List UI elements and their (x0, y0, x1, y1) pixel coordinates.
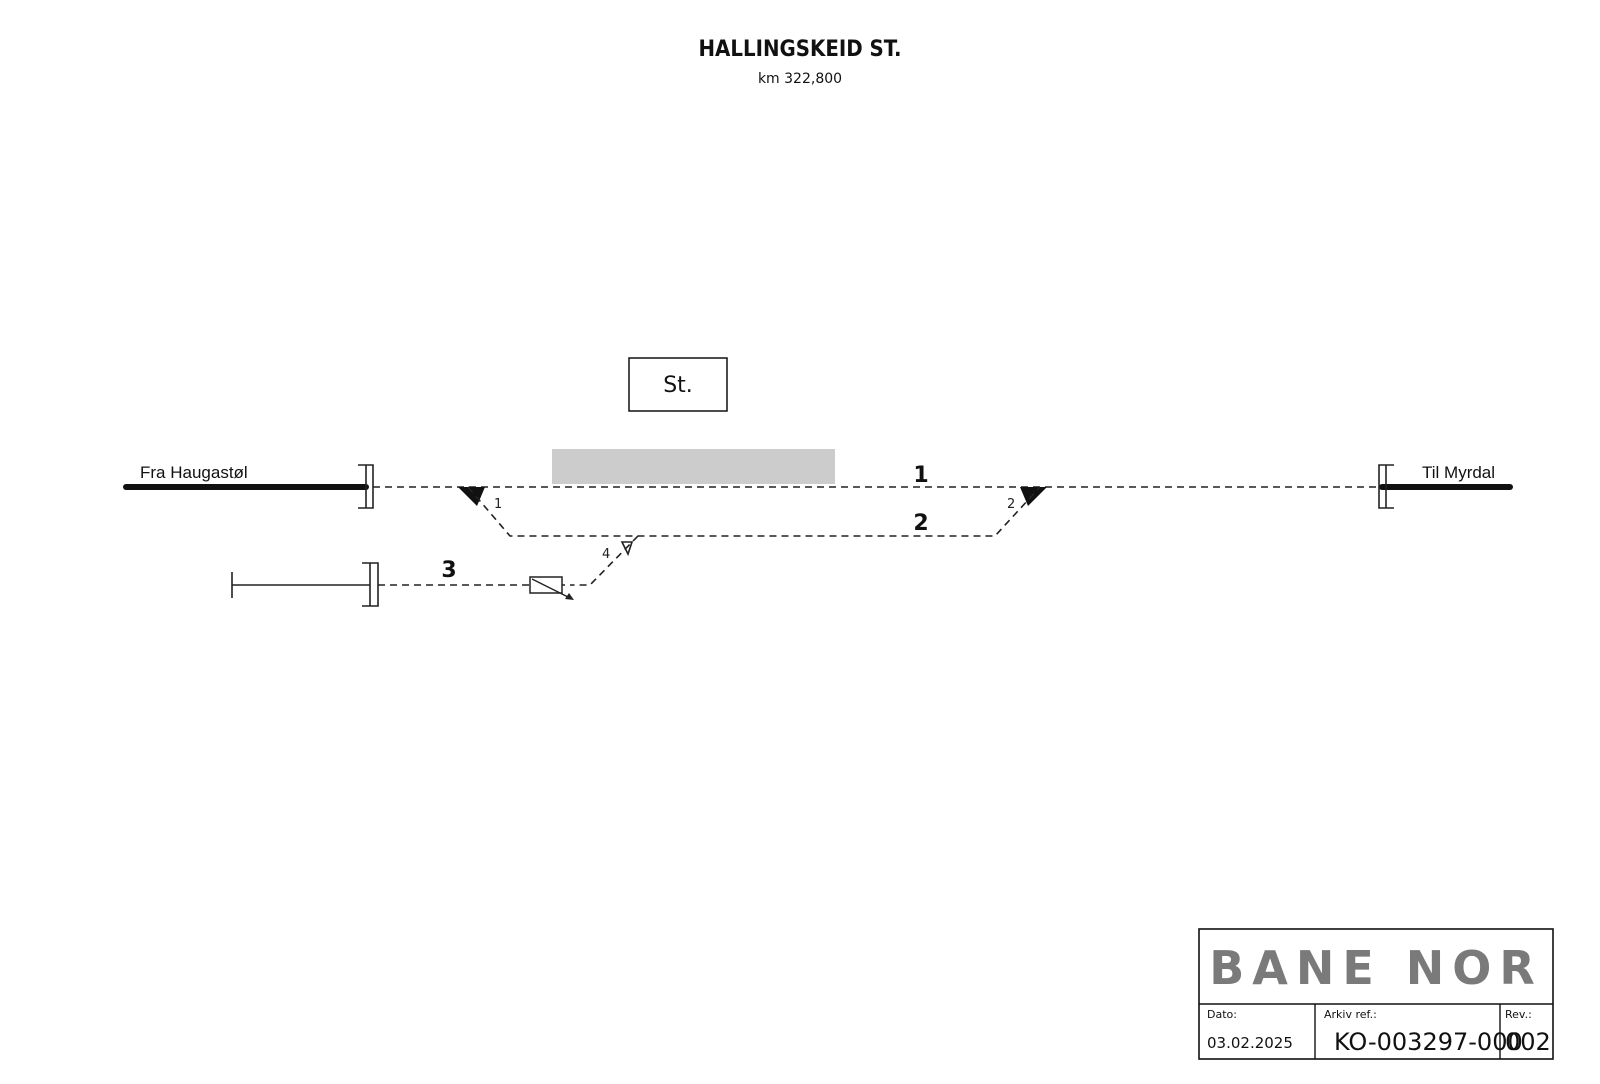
revision-value: 002 (1505, 1028, 1551, 1056)
station-building: St. (628, 357, 728, 412)
left-endpoint-label: Fra Haugastøl (140, 463, 248, 482)
archive-ref-value: KO-003297-000 (1334, 1028, 1523, 1056)
right-boundary-bracket (1378, 464, 1394, 509)
station-building-label: St. (663, 373, 693, 398)
date-value: 03.02.2025 (1207, 1034, 1293, 1052)
km-marker: km 322,800 (758, 71, 842, 87)
switch-1-marker (458, 487, 485, 506)
track-2-number: 2 (913, 511, 928, 536)
bane-nor-logo: BANE NOR (1209, 941, 1543, 995)
revision-label: Rev.: (1505, 1008, 1532, 1021)
platform (552, 449, 835, 484)
track-3-number: 3 (441, 558, 456, 583)
archive-ref-label: Arkiv ref.: (1324, 1008, 1377, 1021)
switch-1-number: 1 (494, 497, 502, 512)
track-2 (467, 486, 1041, 537)
switch-4-marker (620, 541, 634, 557)
title-block: BANE NOR Dato: 03.02.2025 Arkiv ref.: KO… (1198, 928, 1554, 1060)
right-endpoint-label: Til Myrdal (1422, 463, 1495, 482)
diagram-title: HALLINGSKEID ST. (698, 37, 901, 62)
date-label: Dato: (1207, 1008, 1237, 1021)
track-1-number: 1 (913, 463, 928, 488)
switch-4-number: 4 (602, 547, 610, 562)
switch-2-number: 2 (1007, 497, 1015, 512)
switch-2-marker (1020, 487, 1047, 506)
derailer-icon (529, 576, 574, 600)
